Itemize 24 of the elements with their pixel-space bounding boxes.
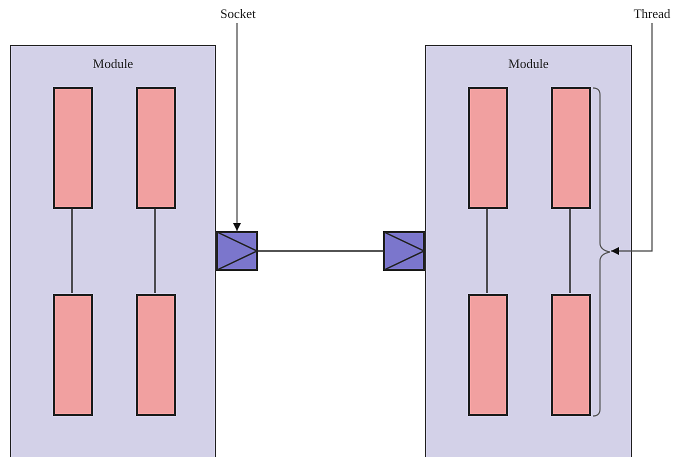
socket-symbol xyxy=(216,231,258,271)
connector-line xyxy=(154,208,156,293)
callout-label: Thread xyxy=(624,5,680,23)
thread-bar xyxy=(468,87,508,209)
curly-brace xyxy=(592,87,612,417)
module-title: Module xyxy=(507,56,550,72)
thread-bar xyxy=(53,294,93,416)
thread-bar xyxy=(53,87,93,209)
connector-line xyxy=(569,208,571,293)
module-panel xyxy=(425,45,632,457)
thread-bar xyxy=(136,294,176,416)
thread-bar xyxy=(136,87,176,209)
thread-bar xyxy=(551,294,591,416)
callout-label: Socket xyxy=(208,5,268,23)
module-panel xyxy=(10,45,216,457)
leader-arrow xyxy=(233,23,241,231)
thread-bar xyxy=(551,87,591,209)
connector-line xyxy=(258,250,383,252)
thread-bar xyxy=(468,294,508,416)
socket-symbol xyxy=(383,231,425,271)
connector-line xyxy=(486,208,488,293)
connector-line xyxy=(71,208,73,293)
module-title: Module xyxy=(92,56,134,72)
leader-arrow xyxy=(611,23,653,255)
